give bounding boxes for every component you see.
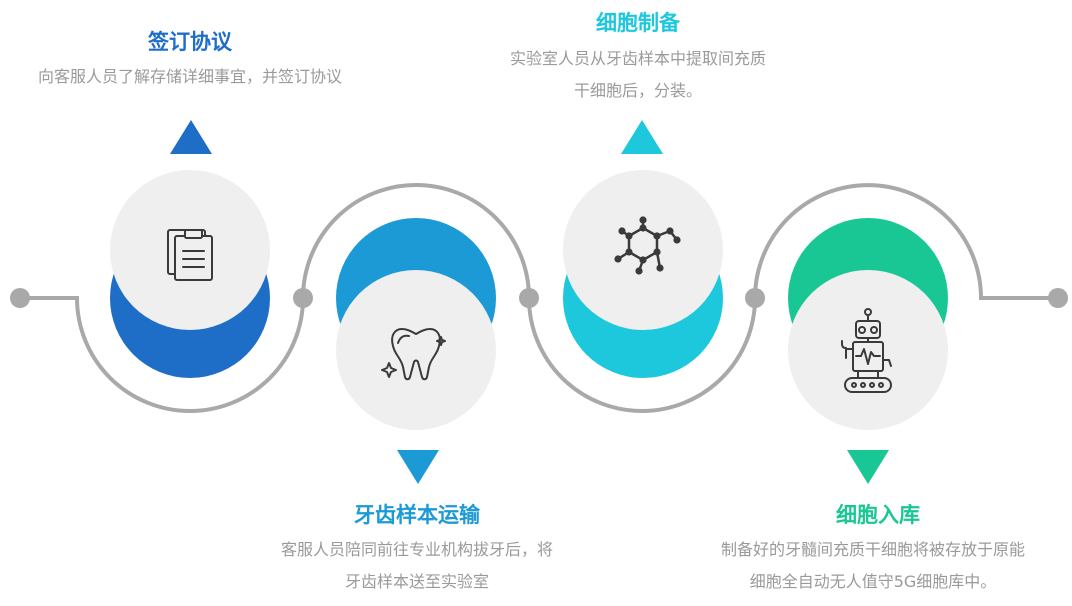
step-transport-icon-disc (336, 270, 496, 430)
step-storage-description: 制备好的牙髓间充质干细胞将被存放于原能 细胞全自动无人值守5G细胞库中。 (678, 534, 1068, 598)
step-transport-desc-line: 牙齿样本送至实验室 (344, 572, 489, 591)
track-nodes (10, 288, 1068, 308)
step-transport (336, 218, 496, 484)
track-node-dot (745, 288, 765, 308)
step-transport-title: 牙齿样本运输 (354, 503, 480, 527)
track-start-dot (10, 288, 30, 308)
step-preparation-icon-disc (563, 170, 723, 330)
step-preparation-pointer-up (621, 120, 663, 154)
step-preparation-description: 实验室人员从牙齿样本中提取间充质 干细胞后，分装。 (458, 43, 818, 107)
step-transport-pointer-down (397, 450, 439, 484)
step-preparation-desc-line: 实验室人员从牙齿样本中提取间充质 (509, 49, 766, 68)
step-transport-desc-line: 客服人员陪同前往专业机构拔牙后，将 (280, 540, 553, 559)
step-storage (788, 218, 948, 484)
step-storage-desc-line: 细胞全自动无人值守5G细胞库中。 (749, 572, 997, 591)
track-end-dot (1048, 288, 1068, 308)
step-contract-desc-line: 向客服人员了解存储详细事宜，并签订协议 (37, 67, 342, 86)
step-preparation-title: 细胞制备 (596, 11, 680, 35)
step-preparation (563, 120, 723, 378)
clipboard-icon (167, 229, 213, 281)
step-contract-description: 向客服人员了解存储详细事宜，并签订协议 (5, 61, 375, 93)
step-transport-description: 客服人员陪同前往专业机构拔牙后，将 牙齿样本送至实验室 (237, 534, 597, 598)
step-storage-pointer-down (847, 450, 889, 484)
step-storage-title: 细胞入库 (836, 503, 920, 527)
tooth-icon (381, 328, 446, 381)
step-contract (110, 120, 270, 378)
molecule-icon (614, 216, 681, 275)
step-preparation-desc-line: 干细胞后，分装。 (573, 81, 702, 100)
step-contract-title: 签订协议 (148, 30, 232, 54)
step-storage-icon-disc (788, 270, 948, 430)
step-storage-desc-line: 制备好的牙髓间充质干细胞将被存放于原能 (720, 540, 1025, 559)
step-contract-pointer-up (170, 120, 212, 154)
track-node-dot (519, 288, 539, 308)
track-node-dot (293, 288, 313, 308)
robot-icon (841, 308, 892, 393)
